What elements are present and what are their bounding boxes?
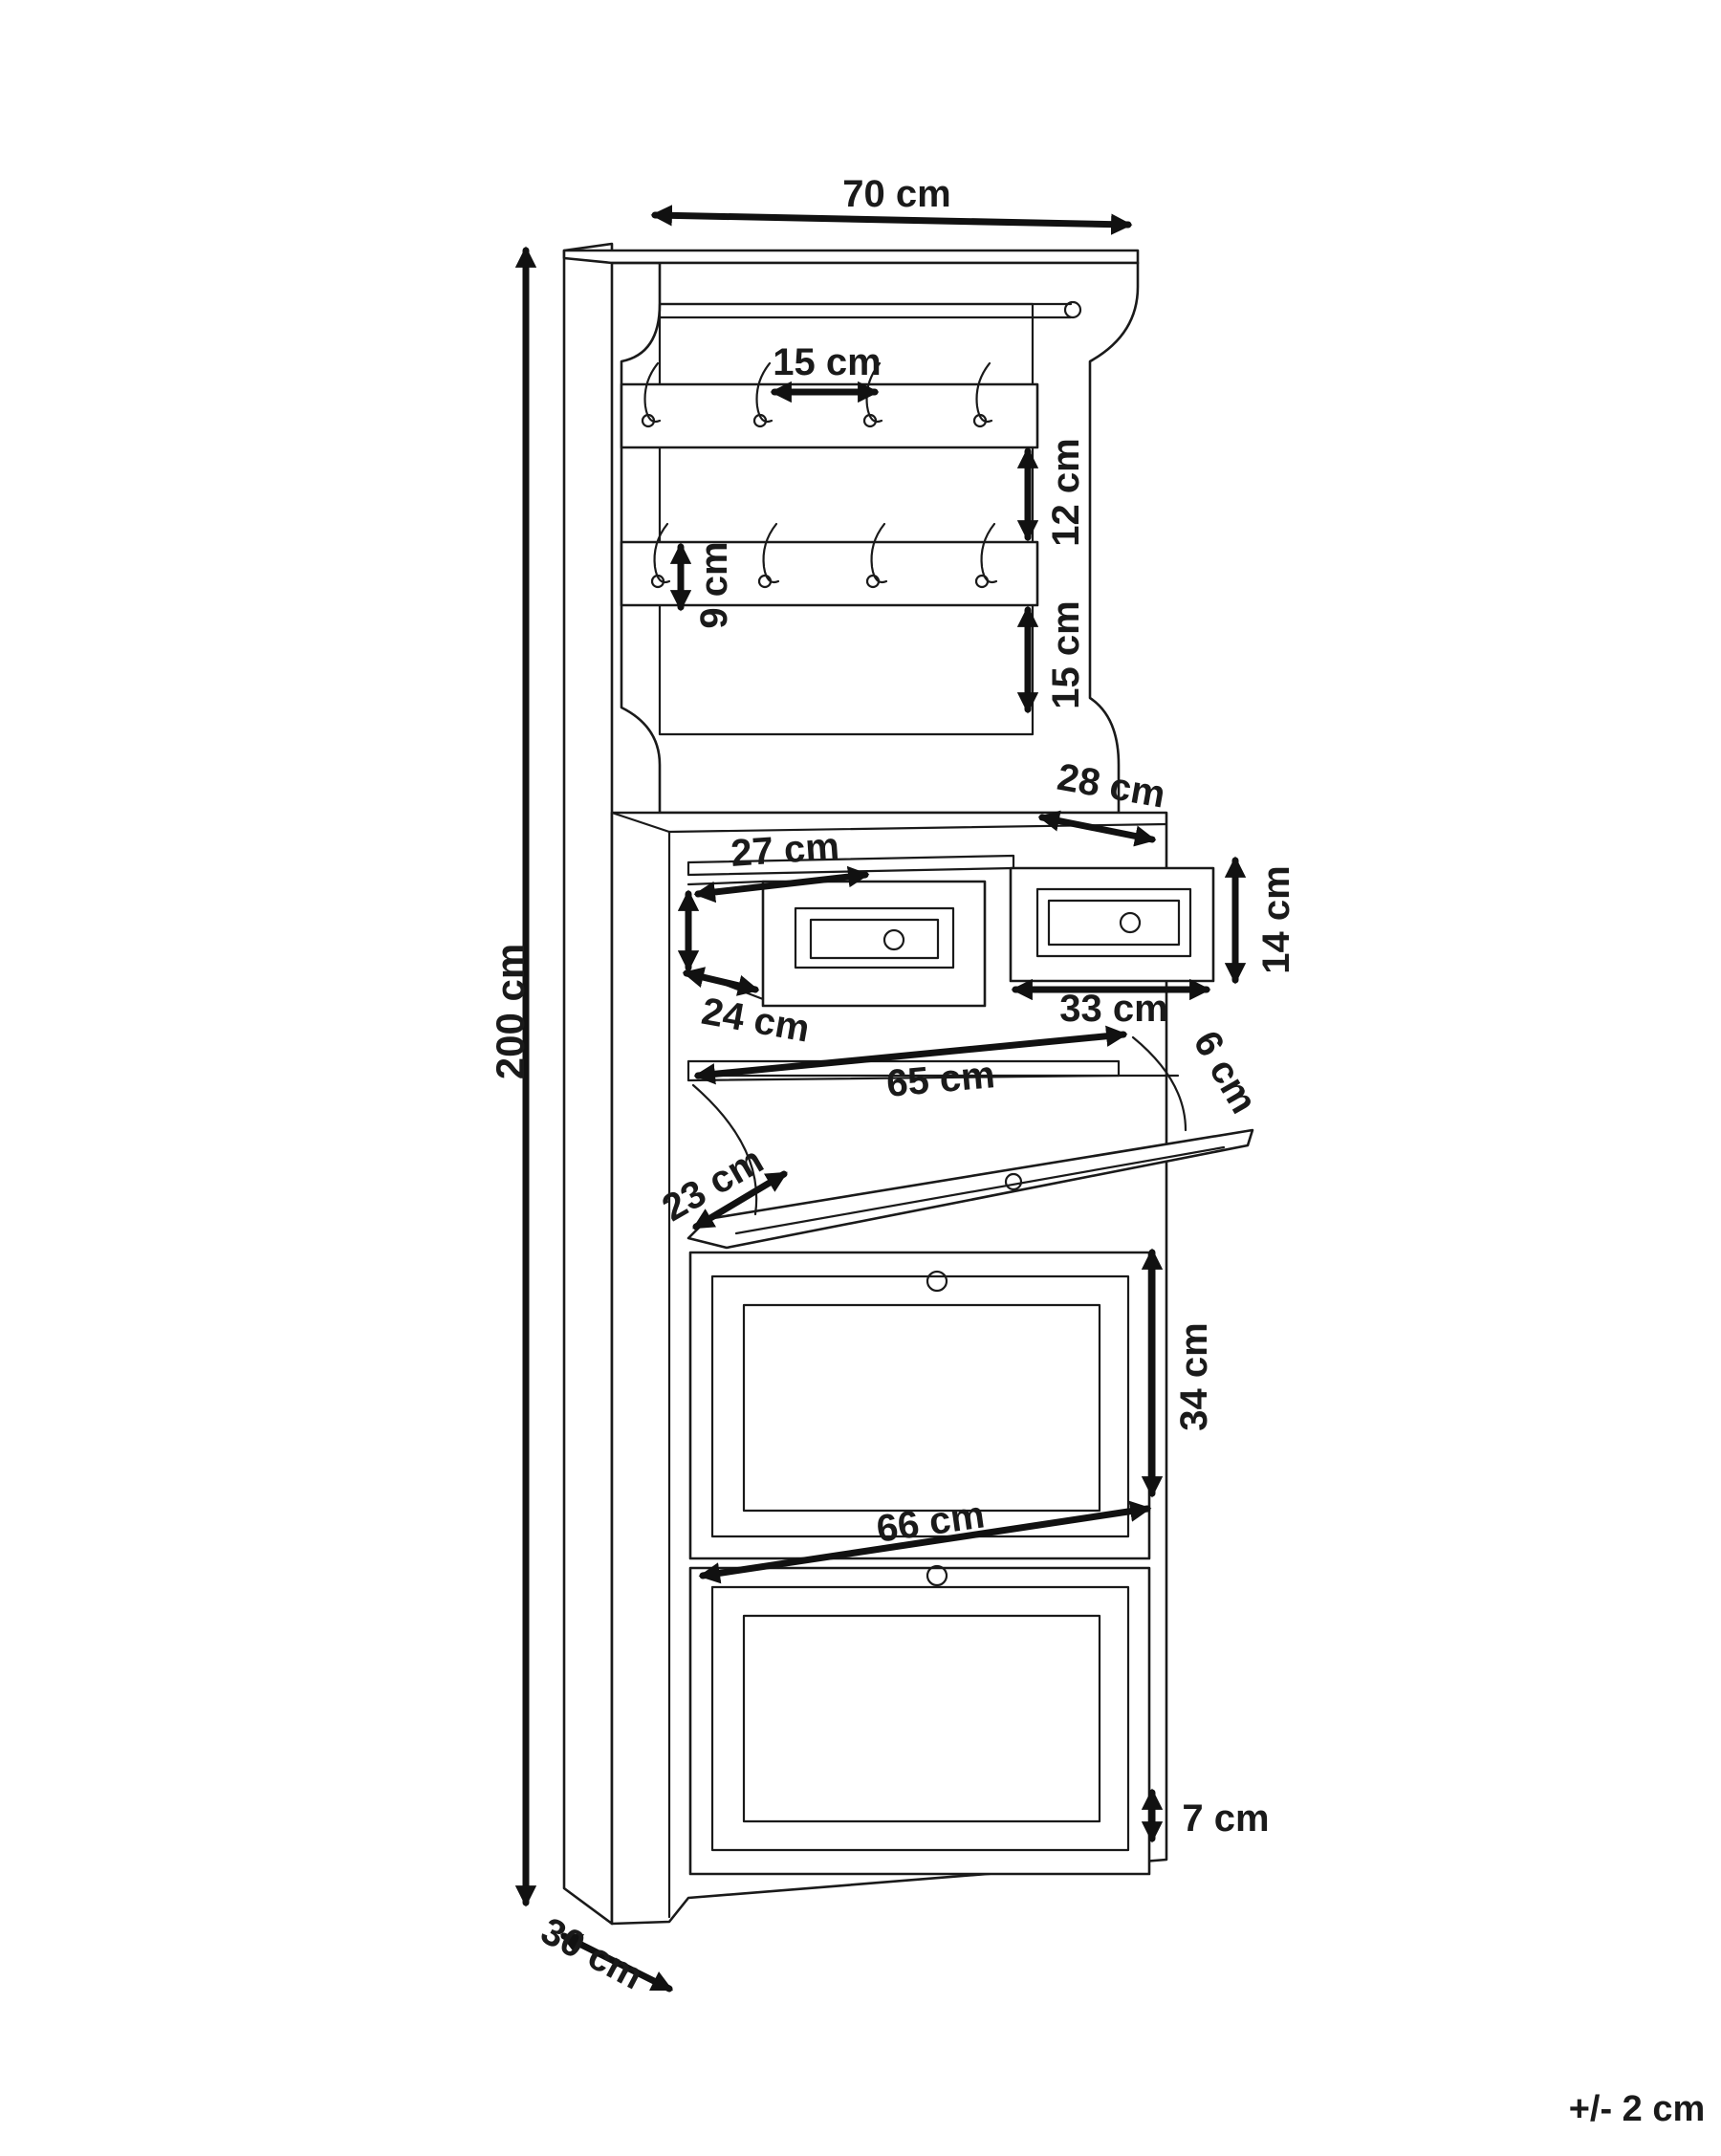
drawer-front-label: 33 cm xyxy=(1059,988,1167,1030)
dimension-labels: 70 cm 200 cm 30 cm 15 cm 9 cm 12 cm 15 c… xyxy=(488,173,1705,2129)
flap-lower xyxy=(688,1566,1151,1876)
hook-icon xyxy=(870,522,888,584)
hooks-lower xyxy=(650,522,998,589)
drawer-width-arrow xyxy=(693,865,870,904)
hook-icon xyxy=(980,522,998,584)
height-label: 200 cm xyxy=(488,944,533,1079)
flap-angle-label: 6 cm xyxy=(1185,1024,1265,1121)
drawer-width-label: 27 cm xyxy=(730,825,840,875)
depth-arrow xyxy=(559,1932,674,1993)
drawer-height-label: 14 cm xyxy=(1255,865,1297,973)
flap-inner-width-label: 65 cm xyxy=(884,1054,996,1105)
shelf-depth-arrow xyxy=(1037,810,1157,847)
drawer-knob-icon xyxy=(1119,911,1142,934)
width-label: 70 cm xyxy=(842,173,950,215)
flap-depth-arrow xyxy=(692,1170,788,1230)
flap-inner-width-arrow xyxy=(693,1025,1128,1085)
hooks-upper xyxy=(641,361,993,428)
side-panel xyxy=(562,242,614,1926)
width-arrow xyxy=(650,205,1133,235)
flap-knob-icon xyxy=(926,1270,948,1293)
drawer-knob-icon xyxy=(882,928,905,951)
flap-height-label: 34 cm xyxy=(1173,1322,1215,1430)
flap-width-arrow xyxy=(698,1500,1152,1584)
flap-knob-icon xyxy=(1004,1172,1023,1191)
drawer-depth-arrow xyxy=(682,967,760,996)
top-cornice xyxy=(562,249,1140,265)
dimension-lines xyxy=(514,205,1247,1993)
plinth-label: 7 cm xyxy=(1182,1797,1269,1840)
hook-height-label: 9 cm xyxy=(693,541,735,628)
rail-gap-label: 12 cm xyxy=(1045,438,1087,546)
hook-icon xyxy=(762,522,780,584)
tolerance-label: +/- 2 cm xyxy=(1569,2089,1706,2129)
hook-spacing-label: 15 cm xyxy=(773,341,881,383)
lower-gap-label: 15 cm xyxy=(1045,600,1087,708)
drawer-right xyxy=(1009,866,1215,983)
